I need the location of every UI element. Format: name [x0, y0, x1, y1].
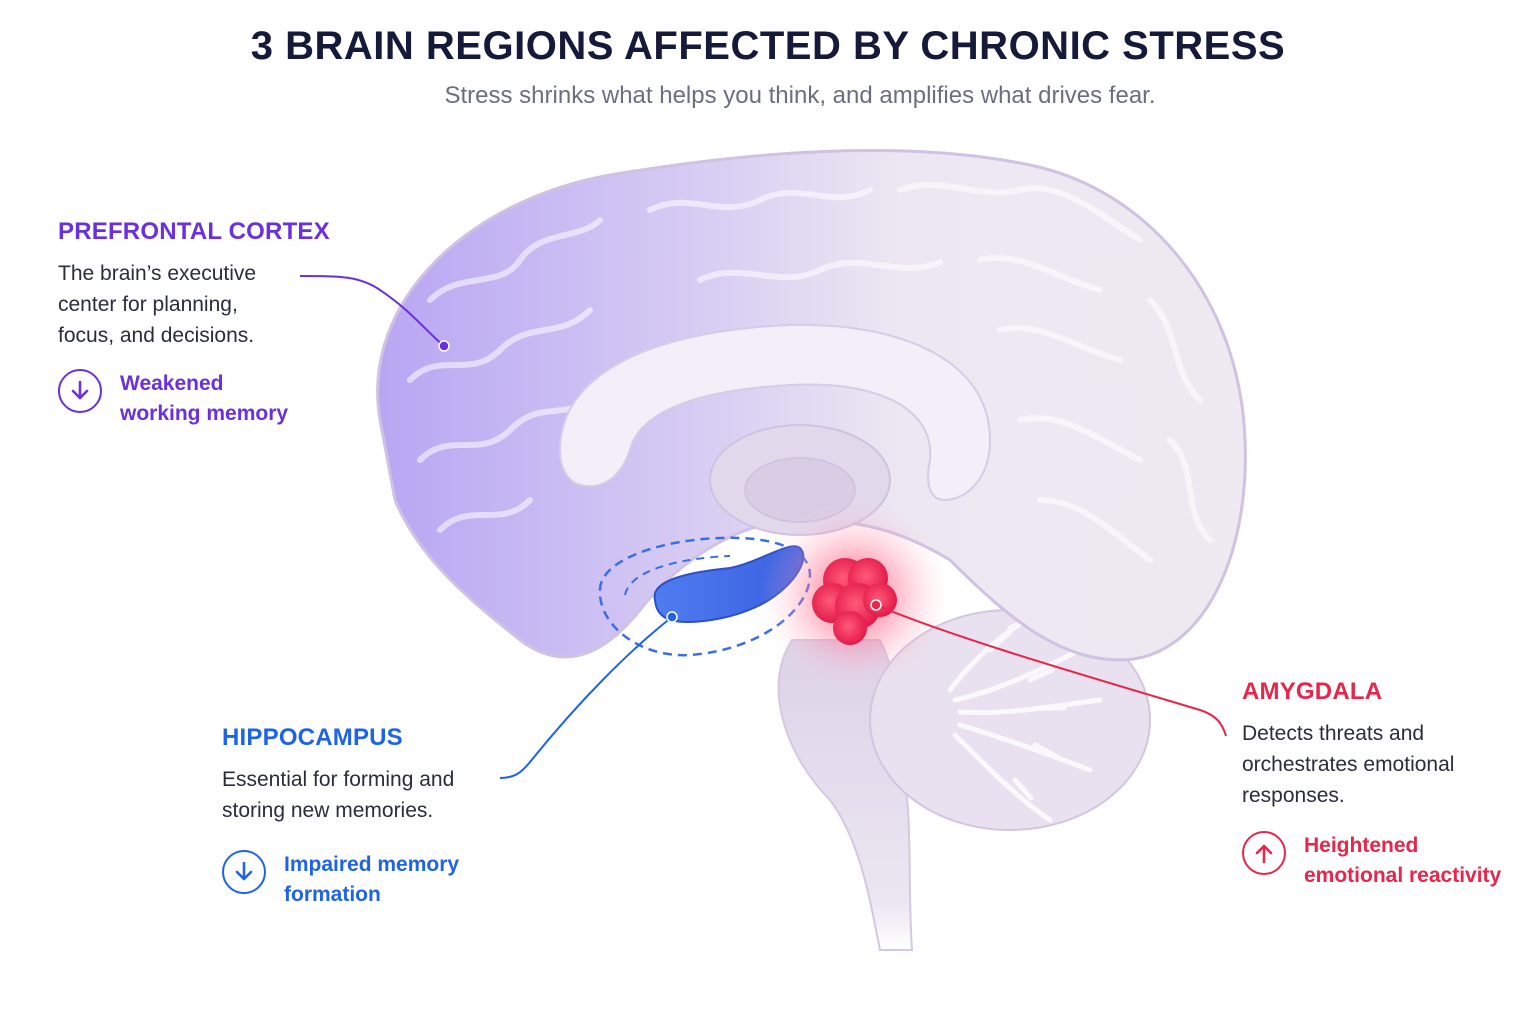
cortex-folds	[407, 182, 1213, 563]
pfc-leader-line	[299, 275, 445, 347]
corpus-callosum	[558, 323, 992, 502]
effect-label: Weakened working memory	[120, 372, 289, 425]
amygdala	[812, 558, 897, 645]
effect-label: Impaired memory formation	[284, 853, 460, 906]
region-amygdala: AMYGDALA Detects threats and orchestrate…	[1242, 678, 1532, 891]
arrow-down-icon	[222, 850, 266, 894]
region-title: HIPPOCAMPUS	[222, 724, 403, 751]
cerebellum-arbor	[947, 597, 1103, 823]
region-effect: Heightened emotional reactivity	[1242, 831, 1532, 891]
region-title: AMYGDALA	[1242, 678, 1383, 705]
arrow-down-icon	[58, 369, 102, 413]
cerebrum	[376, 149, 1247, 662]
region-effect: Impaired memory formation	[222, 850, 522, 910]
region-description: Detects threats and orchestrates emotion…	[1242, 722, 1455, 807]
region-hippocampus: HIPPOCAMPUS Essential for forming and st…	[222, 724, 522, 910]
region-description: The brain’s executive center for plannin…	[58, 262, 257, 347]
region-effect: Weakened working memory	[58, 369, 358, 429]
region-prefrontal-cortex: PREFRONTAL CORTEX The brain’s executive …	[58, 218, 358, 429]
effect-label: Heightened emotional reactivity	[1304, 834, 1502, 887]
amygdala-leader-line	[875, 604, 1227, 737]
page-title: 3 BRAIN REGIONS AFFECTED BY CHRONIC STRE…	[250, 24, 1286, 68]
region-title: PREFRONTAL CORTEX	[58, 218, 330, 245]
region-description: Essential for forming and storing new me…	[222, 768, 455, 822]
page-subtitle: Stress shrinks what helps you think, and…	[444, 82, 1156, 109]
hippocampus-leader-line	[499, 616, 673, 779]
arrow-up-icon	[1242, 831, 1286, 875]
